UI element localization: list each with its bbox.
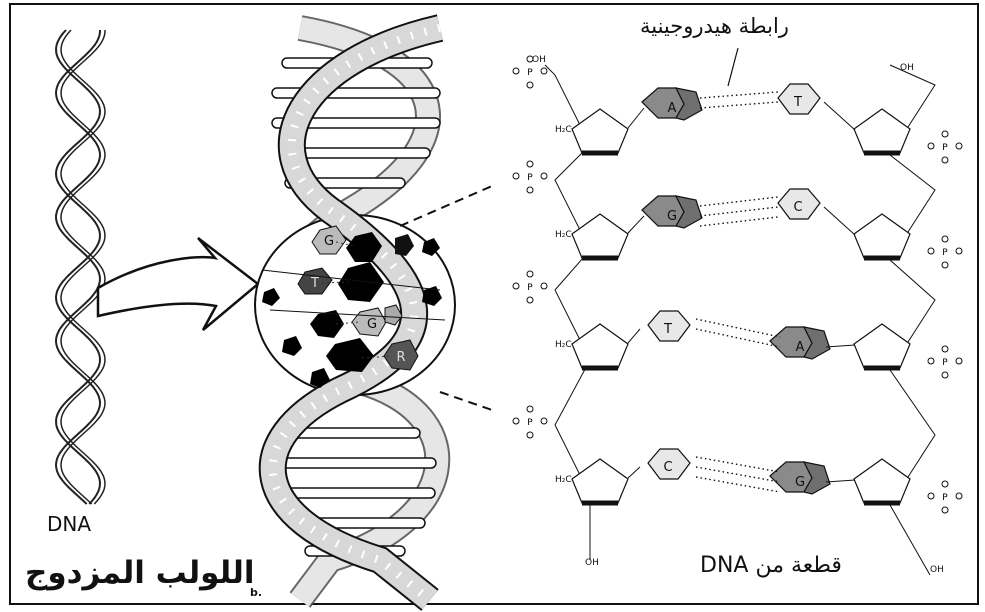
svg-text:H₂C: H₂C (555, 475, 572, 485)
hydrogen-bond-line (700, 102, 778, 108)
right-sugar-3 (854, 324, 910, 368)
left-phosphate-3: P (513, 271, 547, 303)
right-base-g-4: G (770, 462, 830, 494)
left-base-c-4: C (648, 449, 690, 479)
left-sugar-4 (572, 459, 628, 503)
left-base-t-3: T (648, 311, 690, 341)
hydrogen-bond-line (700, 197, 778, 206)
helix-base-g1: G (324, 234, 334, 249)
hydrogen-bond-label: رابطة هيدروجينية (640, 14, 789, 38)
left-sugar-2 (572, 214, 628, 258)
hydrogen-bond-line (696, 457, 780, 472)
right-sugar-1 (854, 109, 910, 153)
svg-text:T: T (663, 322, 672, 337)
svg-text:A: A (668, 101, 677, 116)
svg-text:P: P (942, 358, 948, 368)
hydroxyl-label: OH (900, 63, 914, 73)
large-double-helix (255, 28, 455, 600)
right-phosphate-4: P (928, 481, 962, 513)
hydroxyl-label: OH (585, 558, 599, 568)
svg-text:H₂C: H₂C (555, 230, 572, 240)
svg-text:G: G (795, 475, 805, 490)
right-sugar-4 (854, 459, 910, 503)
left-phosphate-4: P (513, 406, 547, 438)
svg-text:G: G (667, 209, 677, 224)
svg-text:P: P (942, 248, 948, 258)
dna-fragment-label: قطعة من DNA (700, 553, 842, 578)
svg-text:P: P (527, 283, 533, 293)
right-sugar-2 (854, 214, 910, 258)
svg-text:P: P (942, 143, 948, 153)
left-sugar-3 (572, 324, 628, 368)
hydrogen-bond-pointer (728, 48, 738, 86)
left-base-g-2: G (642, 196, 702, 228)
panel-mark: b. (250, 586, 262, 599)
svg-text:H₂C: H₂C (555, 340, 572, 350)
right-phosphate-3: P (928, 346, 962, 378)
helix-base-g2: G (367, 317, 377, 332)
double-helix-title: اللولب المزدوج (25, 555, 254, 591)
dna-label: DNA (47, 512, 91, 536)
right-base-a-3: A (770, 327, 830, 359)
svg-text:P: P (527, 173, 533, 183)
hydrogen-bond-line (700, 217, 778, 226)
hydrogen-bond-line (700, 92, 778, 98)
left-double-helix (56, 30, 105, 504)
svg-text:C: C (663, 460, 672, 475)
svg-text:P: P (527, 68, 533, 78)
svg-text:P: P (942, 493, 948, 503)
svg-text:A: A (796, 340, 805, 355)
svg-text:C: C (793, 200, 802, 215)
svg-text:P: P (527, 418, 533, 428)
right-phosphate-1: P (928, 131, 962, 163)
zoom-arrow (98, 238, 258, 330)
dna-fragment-structure: P H₂C A P T P H₂C G P C P H₂C T P A P H₂C C P G OH OH OH OH (513, 48, 962, 575)
right-base-t-1: T (778, 84, 820, 114)
hydrogen-bond-line (700, 207, 778, 216)
hydroxyl-label: OH (930, 565, 944, 575)
right-base-c-2: C (778, 189, 820, 219)
svg-text:H₂C: H₂C (555, 125, 572, 135)
left-base-a-1: A (642, 88, 702, 120)
helix-base-r: R (396, 350, 405, 365)
helix-base-t: T (310, 276, 319, 291)
left-sugar-1 (572, 109, 628, 153)
right-phosphate-2: P (928, 236, 962, 268)
svg-text:T: T (793, 95, 802, 110)
hydrogen-bond-line (696, 319, 780, 337)
hydroxyl-label: OH (532, 55, 546, 65)
hydrogen-bond-line (696, 329, 780, 347)
left-phosphate-2: P (513, 161, 547, 193)
